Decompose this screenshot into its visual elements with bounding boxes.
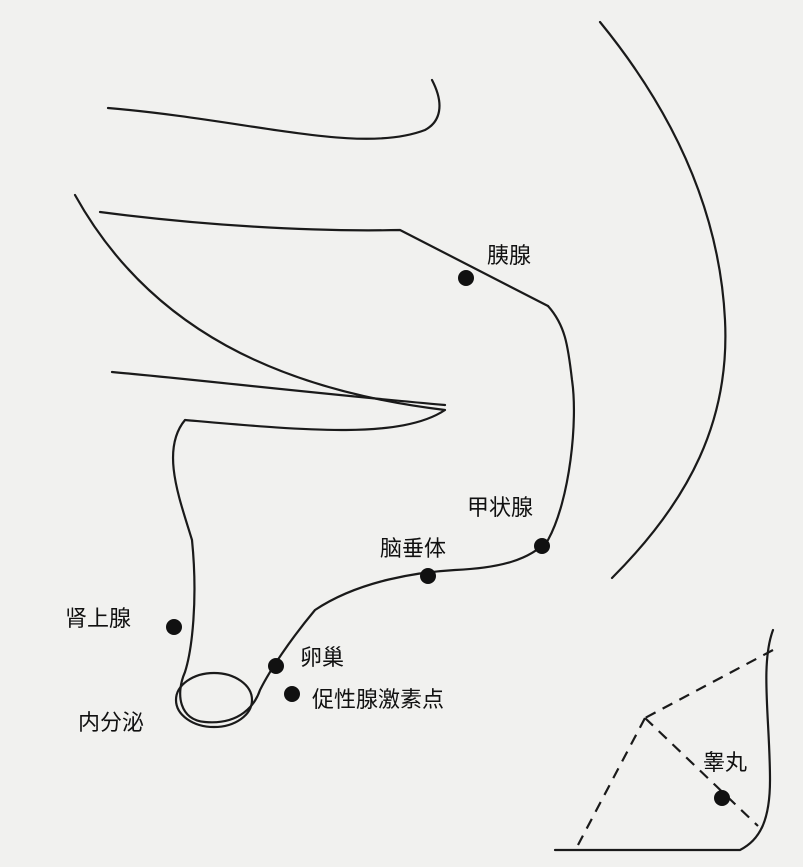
endocrine-ellipse	[174, 671, 254, 729]
thyroid-label: 甲状腺	[467, 496, 533, 521]
lobe-dash-diagonal	[644, 717, 759, 827]
helix-outer-curve	[598, 20, 727, 580]
ovary-point	[268, 658, 284, 674]
antitragus-upper-curve	[110, 370, 447, 407]
middle-fold-line	[98, 210, 550, 308]
ovary-label: 卵巢	[300, 646, 344, 671]
inner-contour	[73, 193, 576, 724]
pituitary-point	[420, 568, 436, 584]
adrenal-point	[166, 619, 182, 635]
adrenal-label: 肾上腺	[65, 607, 131, 632]
testis-point	[714, 790, 730, 806]
gonadotropin-point	[284, 686, 300, 702]
lobe-outline	[553, 628, 775, 852]
pituitary-label: 脑垂体	[380, 537, 446, 562]
upper-fold-curve	[106, 78, 441, 140]
gonadotropin-label: 促性腺激素点	[312, 688, 444, 713]
thyroid-point	[534, 538, 550, 554]
pancreas-label: 胰腺	[487, 244, 531, 269]
testis-label: 睾丸	[703, 751, 747, 776]
pancreas-point	[458, 270, 474, 286]
lobe-dash-left	[577, 717, 646, 846]
lobe-dash-top	[644, 649, 774, 719]
endocrine-label: 内分泌	[78, 711, 144, 736]
